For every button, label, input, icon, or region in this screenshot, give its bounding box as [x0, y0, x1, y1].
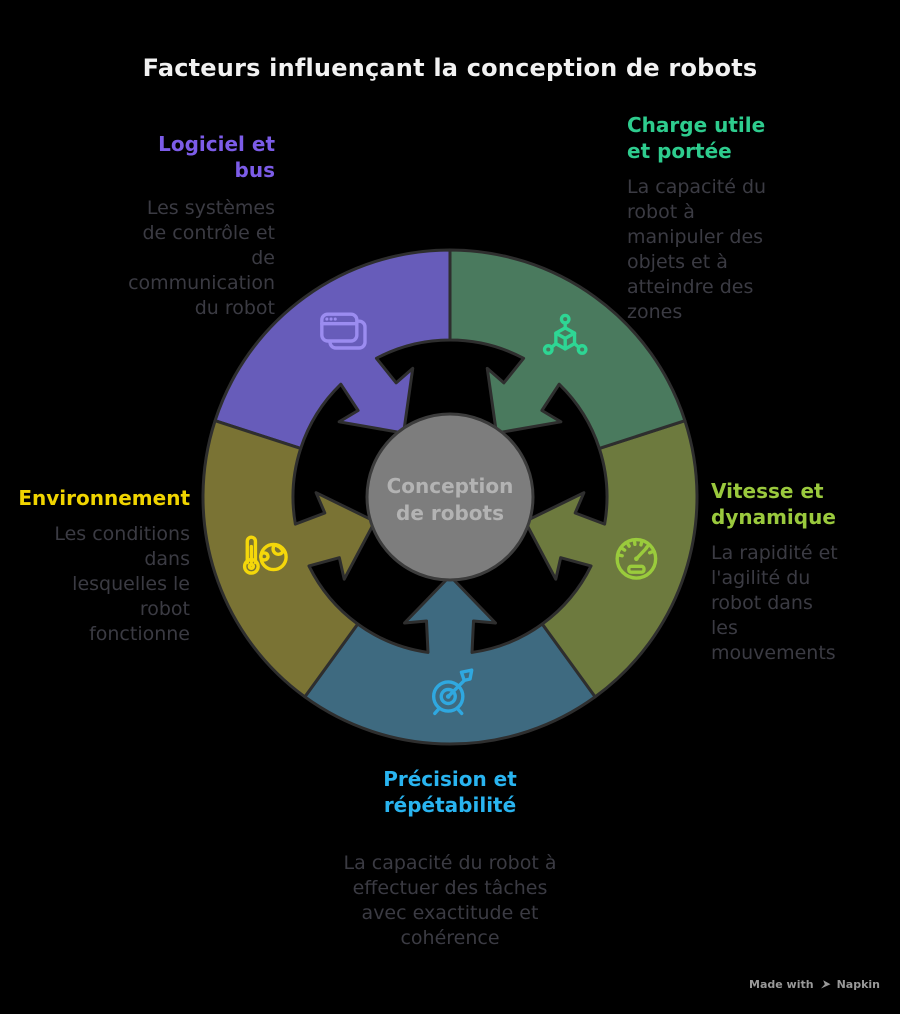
- section-description-logiciel: Les systèmes de contrôle et de communica…: [128, 197, 275, 319]
- section-charge: Charge utile et portée La capacité du ro…: [627, 112, 827, 325]
- section-precision: Précision et répétabilité La capacité du…: [282, 766, 618, 951]
- section-environnement: Environnement Les conditions dans lesque…: [18, 485, 190, 647]
- segment-logiciel: [213, 248, 452, 450]
- segment-vitesse: [523, 419, 699, 699]
- page-title: Facteurs influençant la conception de ro…: [142, 54, 758, 82]
- section-logiciel: Logiciel et bus Les systèmes de contrôle…: [95, 131, 275, 321]
- section-description-precision: La capacité du robot à effectuer des tâc…: [343, 852, 557, 949]
- segment-precision: [303, 574, 597, 746]
- target-arrow-icon: [431, 668, 474, 716]
- center-circle: [365, 412, 535, 582]
- segment-shape-vitesse: [523, 419, 699, 699]
- section-heading-precision: Précision et répétabilité: [383, 767, 517, 817]
- segment-environnement: [201, 419, 377, 699]
- browser-front-window: [320, 312, 359, 343]
- cycle-diagram: [201, 248, 699, 746]
- segment-shape-logiciel: [213, 248, 452, 450]
- thermometer-globe-icon: [242, 535, 288, 575]
- watermark-prefix: Made with: [749, 977, 814, 991]
- section-description-vitesse: La rapidité et l'agilité du robot dans l…: [711, 542, 838, 664]
- section-heading-vitesse: Vitesse et dynamique: [711, 479, 836, 529]
- segment-shape-environnement: [201, 419, 377, 699]
- section-description-charge: La capacité du robot à manipuler des obj…: [627, 176, 767, 323]
- section-heading-logiciel: Logiciel et bus: [158, 132, 275, 182]
- watermark-brand: Napkin: [836, 977, 880, 991]
- speedometer-icon: [615, 537, 658, 580]
- section-description-environnement: Les conditions dans lesquelles le robot …: [54, 523, 190, 645]
- section-vitesse: Vitesse et dynamique La rapidité et l'ag…: [711, 478, 896, 666]
- segment-shape-precision: [303, 574, 597, 746]
- watermark: Made with Napkin: [749, 976, 880, 992]
- section-heading-charge: Charge utile et portée: [627, 113, 766, 163]
- napkin-logo-icon: [820, 979, 831, 988]
- center-label: Conception de robots: [386, 474, 514, 525]
- section-heading-environnement: Environnement: [18, 486, 190, 510]
- cube-nodes-icon: [542, 313, 588, 355]
- browser-windows-icon: [320, 312, 367, 350]
